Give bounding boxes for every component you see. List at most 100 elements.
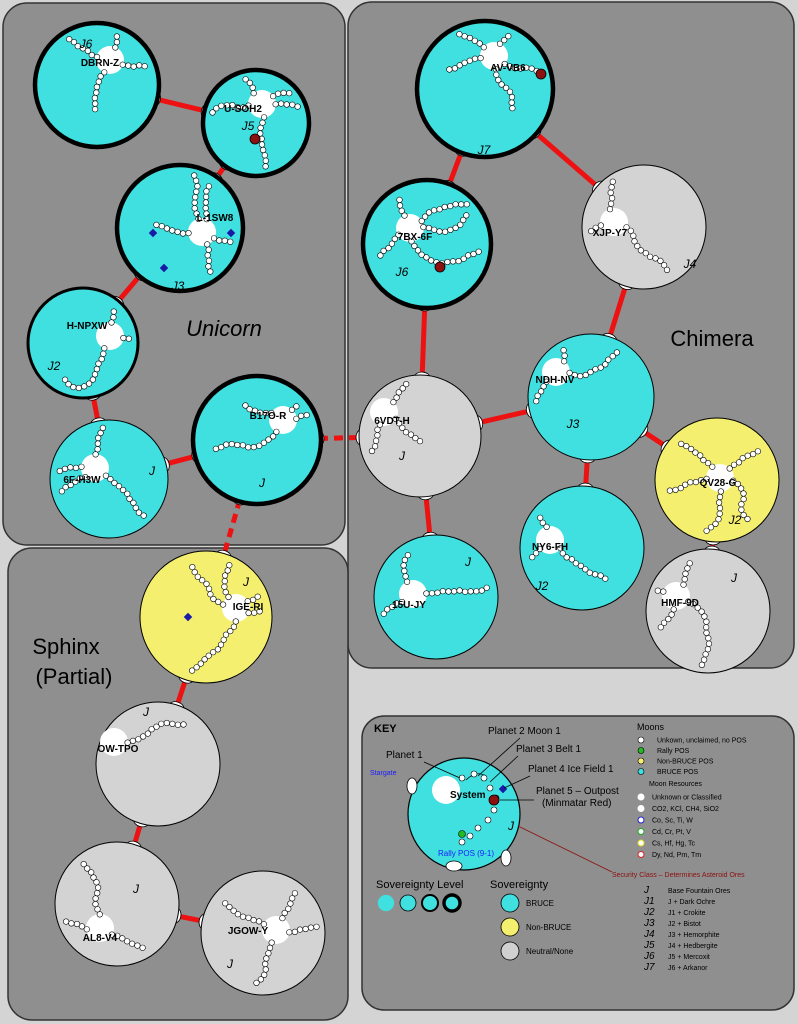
system-security-class: J — [398, 449, 406, 463]
resource-label: CO2, KCl, CH4, SiO2 — [652, 806, 719, 813]
security-ores: J4 + Hedbergite — [668, 943, 718, 950]
system-b17or[interactable]: B17O-RJ — [190, 373, 324, 507]
system-security-class: J5 — [241, 119, 255, 133]
sun-icon — [81, 454, 109, 482]
system-security-class: J2 — [728, 513, 742, 527]
planet-chains — [654, 560, 713, 669]
system-security-class: J3 — [566, 417, 580, 431]
system-security-class: J — [226, 957, 234, 971]
sun-icon — [542, 358, 570, 386]
connection-xjpy7-ndhnv — [606, 283, 629, 340]
system-name: QV28-G — [700, 478, 737, 489]
planet-chains — [222, 890, 320, 987]
system-al8v4[interactable]: AL8-V4J — [54, 841, 180, 967]
key-sun — [432, 776, 460, 804]
outpost-icon — [434, 261, 446, 273]
region-label-unicorn: Unicorn — [186, 316, 262, 341]
key-rally-label: Rally POS (9-1) — [438, 849, 494, 858]
security-ores: J5 + Mercoxit — [668, 954, 710, 961]
security-ores: J6 + Arkanor — [668, 965, 708, 972]
system-name: DBRN-Z — [81, 58, 119, 69]
system-security-class: J — [242, 575, 250, 589]
connection-b17or-igeri — [221, 498, 243, 557]
security-ores: J3 + Hemorphite — [668, 932, 720, 939]
sun-icon — [248, 90, 276, 118]
sov-swatch — [500, 917, 520, 937]
sun-icon — [188, 218, 216, 246]
systems-layer: DBRN-ZJ6U-SOH2J5L-1SW8J3H-NPXWJ26F-H3WJB… — [26, 18, 780, 996]
sun-icon — [96, 322, 124, 350]
key-outpost — [488, 794, 500, 806]
moon-label: Unkown, unclaimed, no POS — [657, 738, 747, 745]
system-security-class: J — [464, 555, 472, 569]
planet-chains — [380, 552, 490, 617]
planet-chains — [153, 172, 234, 275]
key-moons-title: Moons — [637, 722, 665, 732]
sov-swatch — [500, 941, 520, 961]
system-security-class: J3 — [171, 279, 185, 293]
system-circle — [54, 841, 180, 967]
key-class-label: J — [507, 819, 515, 833]
resource-swatch — [637, 816, 645, 824]
system-6vdth[interactable]: 6VDT-HJ — [358, 374, 482, 498]
region-label-chimera: Chimera — [670, 326, 754, 351]
system-security-class: J — [730, 571, 738, 585]
ice-field-icon — [226, 228, 236, 238]
key-title: KEY — [374, 723, 397, 735]
system-circle — [373, 534, 499, 660]
key-resources-title: Moon Resources — [649, 781, 702, 788]
system-security-class: J — [258, 476, 266, 490]
system-igeri[interactable]: IGE-RIJ — [139, 550, 273, 684]
system-security-class: J4 — [683, 257, 697, 271]
sun-icon — [396, 214, 424, 242]
system-name: U-SOH2 — [224, 104, 262, 115]
planet-chains — [529, 514, 609, 582]
planet-chains — [533, 347, 621, 405]
security-ores: Base Fountain Ores — [668, 888, 731, 895]
system-circle — [360, 177, 494, 311]
sun-icon — [96, 46, 124, 74]
planet-chains — [56, 424, 147, 519]
system-circle — [139, 550, 273, 684]
planet-chains — [588, 178, 671, 274]
system-hmf9d[interactable]: HMF-9D J — [645, 548, 771, 674]
security-ores: J2 + Bistot — [668, 921, 701, 928]
system-name: HMF-9D — [661, 598, 699, 609]
resource-label: Unknown or Classified — [652, 795, 722, 802]
key-belt-label: Planet 3 Belt 1 — [516, 744, 581, 755]
key-ice-label: Planet 4 Ice Field 1 — [528, 764, 614, 775]
sun-icon — [480, 42, 508, 70]
planet-chains — [189, 562, 263, 674]
system-jgowy[interactable]: JGOW-YJ — [200, 870, 326, 996]
resource-swatch — [637, 851, 645, 858]
system-15ujy[interactable]: 15U-JYJ — [373, 534, 499, 660]
system-dbrnz[interactable]: DBRN-Z J6 — [32, 20, 162, 150]
resource-swatch — [637, 839, 645, 847]
security-class: J2 — [643, 907, 655, 918]
region-label-sphinx-partial: (Partial) — [35, 664, 112, 689]
resource-swatch — [637, 805, 645, 812]
resource-label: Cd, Cr, Pt, V — [652, 829, 691, 836]
key-stargate-marker-2 — [445, 860, 463, 872]
moon-swatch — [637, 768, 645, 775]
moon-label: Rally POS — [657, 748, 690, 755]
system-qv28g[interactable]: QV28-G J2 — [654, 417, 780, 543]
connection-6vdth-ndhnv — [476, 408, 533, 426]
system-security-class: J6 — [79, 37, 93, 51]
system-security-class: J6 — [395, 265, 409, 279]
planet-chains — [209, 76, 301, 170]
sun-icon — [269, 406, 297, 434]
planet-chains — [61, 308, 132, 392]
